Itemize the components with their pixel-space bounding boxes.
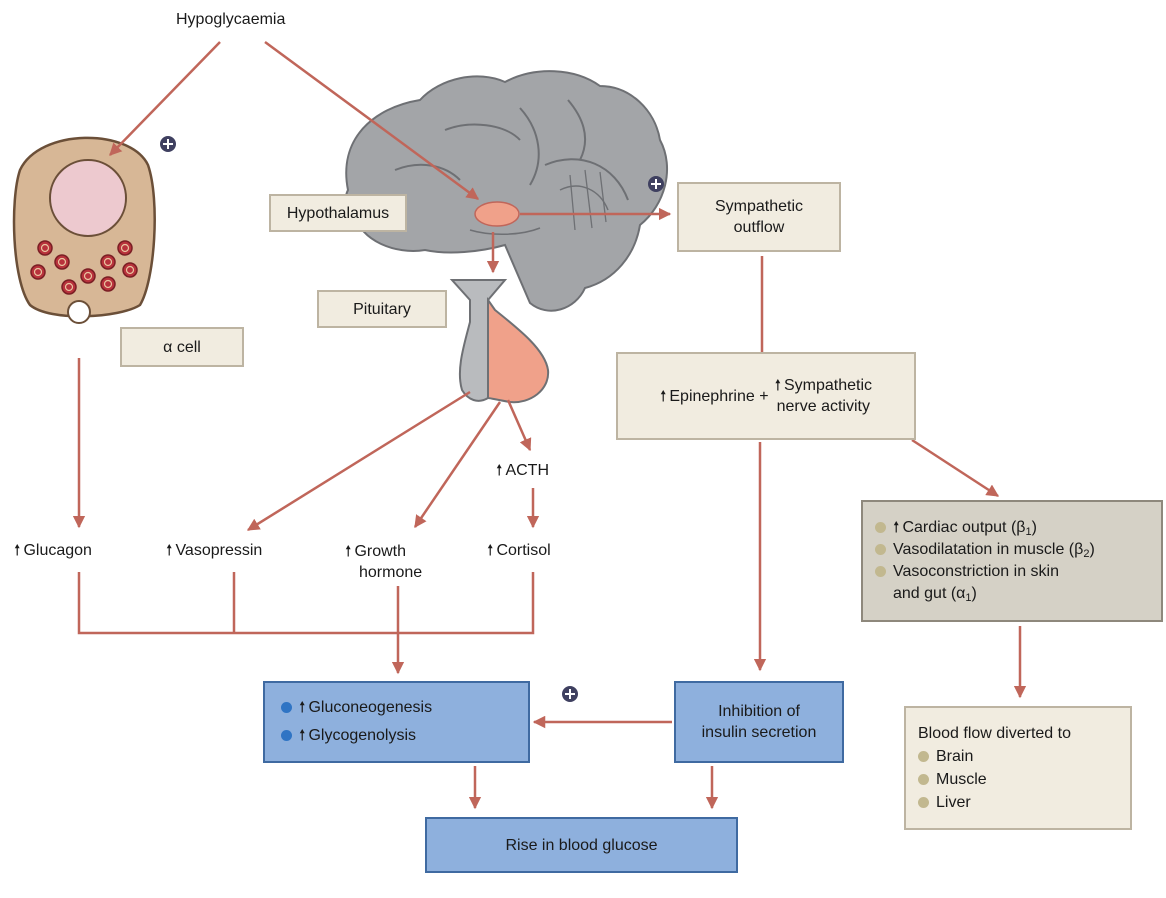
epinephrine-label: Epinephrine + — [669, 387, 769, 405]
cortisol-label: Cortisol — [487, 541, 551, 561]
blood-flow-item-muscle: Muscle — [918, 768, 987, 791]
plus-sign — [562, 686, 578, 702]
arrow-pituitary-to-growth-hormone — [413, 401, 502, 529]
vasoconstriction-item-cont: and gut (α1) — [893, 585, 977, 604]
rise-text: Rise in blood glucose — [505, 836, 658, 854]
blood-flow-box: Blood flow diverted to Brain Muscle Live… — [904, 706, 1132, 830]
vasoconstriction-item: Vasoconstriction in skin — [875, 561, 1059, 583]
hypothalamus-box: Hypothalamus — [269, 194, 407, 232]
epinephrine-text: Epinephrine + — [660, 386, 769, 407]
inhibition-line-1: Inhibition of — [718, 703, 800, 720]
sympathetic-line-1: Sympathetic — [714, 198, 804, 215]
arrow-pituitary-to-vasopressin — [246, 390, 471, 532]
blood-flow-item-brain: Brain — [918, 745, 973, 768]
inhibition-box: Inhibition of insulin secretion — [674, 681, 844, 763]
bullet-dot-icon — [281, 702, 292, 714]
up-arrow-icon — [660, 388, 666, 405]
connector-hormones — [77, 572, 535, 635]
gluconeogenesis-item: Gluconeogenesis — [281, 694, 432, 722]
gluconeogenesis-box: Gluconeogenesis Glycogenolysis — [263, 681, 530, 763]
rise-in-blood-glucose-box: Rise in blood glucose — [425, 817, 738, 873]
arrow-hypo-to-alpha-cell — [109, 41, 221, 156]
hypothalamus-nucleus — [474, 201, 520, 227]
sympathetic-nerve-line-1: Sympathetic — [784, 377, 873, 394]
blood-flow-title: Blood flow diverted to — [918, 725, 1071, 742]
arrow-pituitary-to-acth — [506, 399, 532, 452]
up-arrow-icon — [166, 542, 172, 559]
up-arrow-icon — [299, 699, 305, 716]
bullet-dot-icon — [875, 544, 886, 556]
up-arrow-icon — [345, 543, 351, 560]
pituitary-box: Pituitary — [317, 290, 447, 328]
alpha-cell-text: α cell — [163, 338, 201, 356]
pituitary-text: Pituitary — [353, 300, 411, 318]
blood-flow-item-liver: Liver — [918, 791, 971, 814]
bullet-dot-icon — [875, 566, 886, 578]
glucagon-label: Glucagon — [14, 541, 92, 561]
glycogenolysis-item: Glycogenolysis — [281, 722, 416, 750]
vasodilatation-item: Vasodilatation in muscle (β2) — [875, 539, 1095, 561]
sympathetic-nerve-line-2: nerve activity — [776, 398, 870, 415]
bullet-dot-icon — [918, 797, 929, 809]
plus-sign — [160, 136, 176, 152]
growth-hormone-label: Growth hormone — [345, 541, 422, 583]
bullet-dot-icon — [918, 751, 929, 763]
acth-label: ACTH — [496, 461, 549, 481]
up-arrow-icon — [496, 462, 502, 479]
cardiovascular-effects-box: Cardiac output (β1) Vasodilatation in mu… — [861, 500, 1163, 622]
up-arrow-icon — [893, 519, 899, 536]
bullet-dot-icon — [281, 730, 292, 742]
arrow-epinephrine-to-grey-box — [911, 438, 1000, 498]
inhibition-line-2: insulin secretion — [701, 724, 817, 741]
alpha-cell-box: α cell — [120, 327, 244, 367]
hypothalamus-text: Hypothalamus — [286, 204, 390, 222]
bullet-dot-icon — [918, 774, 929, 786]
pituitary-illustration — [449, 279, 550, 404]
alpha-cell-illustration — [12, 136, 156, 324]
up-arrow-icon — [775, 377, 781, 394]
plus-sign — [648, 176, 664, 192]
up-arrow-icon — [487, 542, 493, 559]
sympathetic-line-2: outflow — [733, 219, 785, 236]
brain-illustration — [344, 70, 668, 312]
up-arrow-icon — [14, 542, 20, 559]
epinephrine-box: Epinephrine + Sympathetic nerve activity — [616, 352, 916, 440]
bullet-dot-icon — [875, 522, 886, 534]
cardiac-output-item: Cardiac output (β1) — [875, 517, 1037, 539]
vasopressin-label: Vasopressin — [166, 541, 262, 561]
sympathetic-outflow-box: Sympathetic outflow — [677, 182, 841, 252]
hypoglycaemia-label: Hypoglycaemia — [176, 11, 286, 28]
arrow-hypo-to-hypothalamus — [264, 40, 480, 201]
up-arrow-icon — [299, 727, 305, 744]
sympathetic-nerve-text: Sympathetic nerve activity — [775, 375, 872, 417]
